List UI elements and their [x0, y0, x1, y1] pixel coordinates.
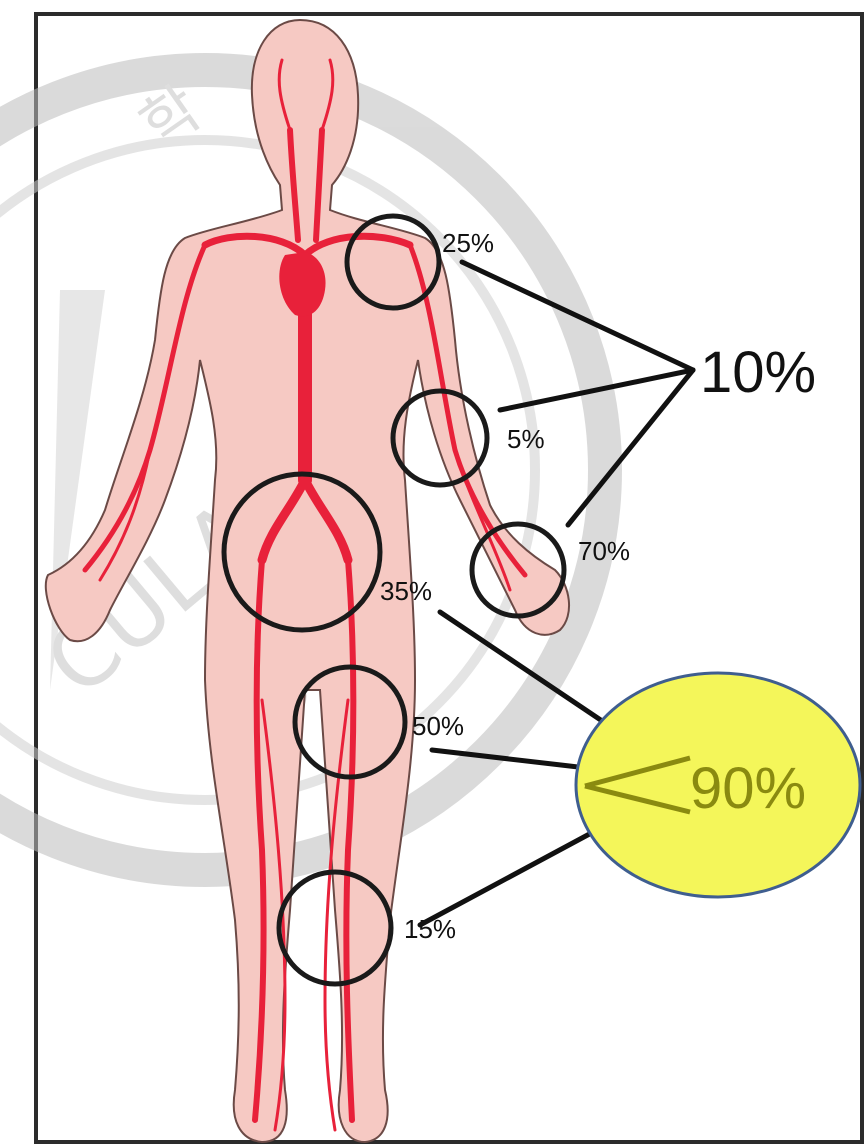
lower-limb-total: 90%: [690, 756, 806, 821]
thigh-percent-label: 50%: [412, 711, 464, 741]
shoulder-percent-label: 25%: [442, 228, 494, 258]
wrist-percent-label: 70%: [578, 536, 630, 566]
elbow-percent-label: 5%: [507, 424, 545, 454]
pelvis-percent-label: 35%: [380, 576, 432, 606]
upper-limb-total: 10%: [700, 340, 816, 405]
